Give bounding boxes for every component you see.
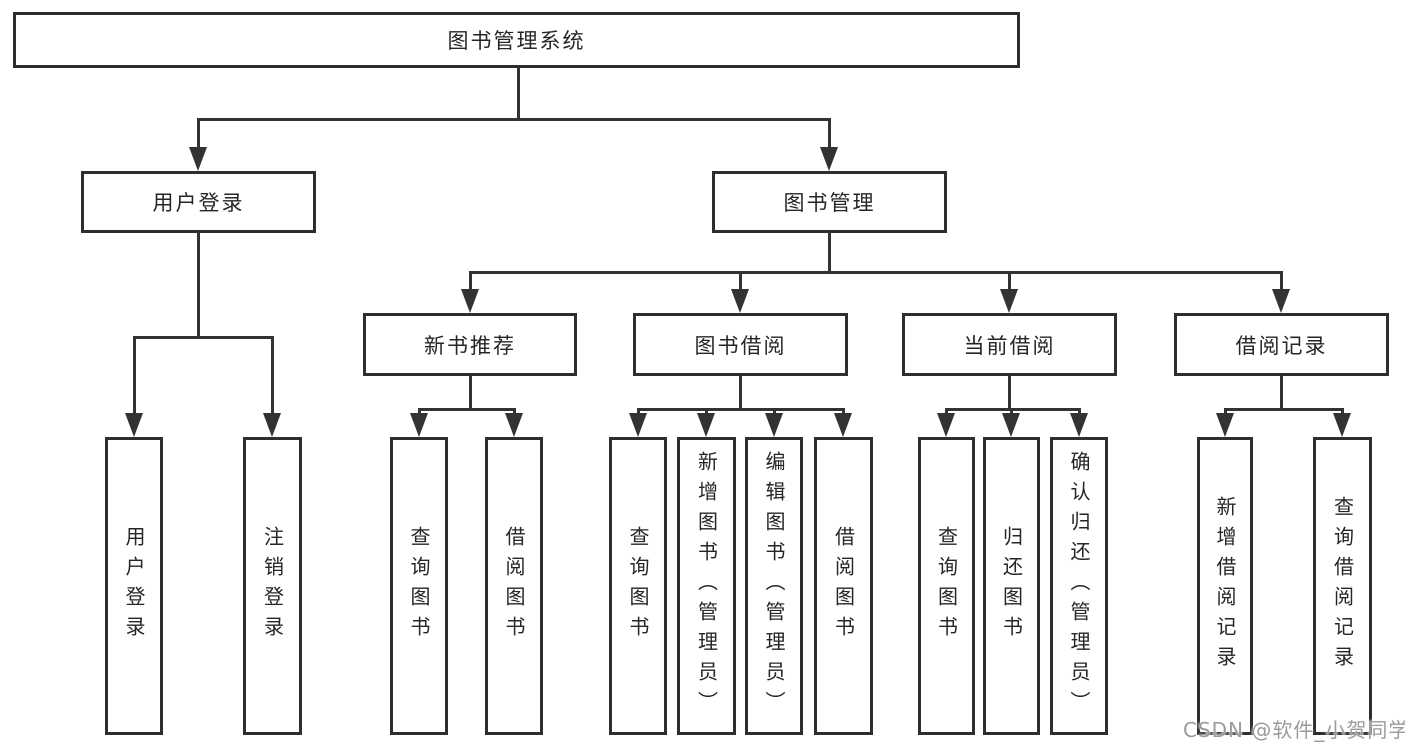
node-label-book-borrow: 图书借阅: [694, 333, 787, 358]
arrowhead-down-icon: [410, 413, 428, 437]
connector-rail-book-borrow: [636, 408, 845, 411]
connector-rail-borrow-records: [1223, 408, 1344, 411]
connector-stem-new-book-rec: [468, 376, 472, 411]
connector-drop-borrow-records: [1340, 408, 1344, 415]
connector-stem-current-borrow: [1007, 376, 1011, 411]
node-label-add-books-admin: 新增图书（管理员）: [694, 451, 719, 721]
connector-drop-root: [827, 118, 831, 149]
arrowhead-down-icon: [189, 147, 207, 171]
node-return-books: 归还图书: [983, 437, 1040, 735]
connector-drop-book-borrow: [841, 408, 845, 415]
node-label-book-mgmt: 图书管理: [783, 191, 876, 215]
node-query-books-borrow: 查询图书: [609, 437, 667, 735]
node-query-books-current: 查询图书: [918, 437, 975, 735]
node-root: 图书管理系统: [13, 12, 1020, 68]
connector-drop-book-borrow: [772, 408, 776, 415]
node-label-current-borrow: 当前借阅: [963, 333, 1056, 358]
node-label-borrow-records: 借阅记录: [1235, 333, 1328, 358]
node-book-mgmt: 图书管理: [712, 171, 947, 233]
connector-drop-borrow-records: [1223, 408, 1227, 415]
connector-rail-user-login: [132, 336, 274, 339]
arrowhead-down-icon: [1333, 413, 1351, 437]
connector-drop-root: [196, 118, 200, 149]
node-query-books-rec: 查询图书: [390, 437, 448, 735]
connector-drop-book-borrow: [636, 408, 640, 415]
node-label-return-books: 归还图书: [999, 526, 1024, 646]
node-label-query-books-borrow: 查询图书: [626, 526, 650, 646]
node-user-login: 用户登录: [81, 171, 316, 233]
connector-drop-user-login: [132, 336, 136, 415]
connector-stem-root: [516, 68, 520, 121]
node-borrow-books-rec: 借阅图书: [485, 437, 543, 735]
connector-drop-current-borrow: [1077, 408, 1081, 415]
arrowhead-down-icon: [263, 413, 281, 437]
connector-rail-root: [196, 118, 831, 121]
node-edit-books-admin: 编辑图书（管理员）: [745, 437, 803, 735]
node-label-query-books-rec: 查询图书: [407, 526, 431, 646]
node-current-borrow: 当前借阅: [902, 313, 1117, 376]
node-label-borrow-books-borrow: 借阅图书: [831, 526, 856, 646]
connector-drop-new-book-rec: [417, 408, 421, 415]
arrowhead-down-icon: [629, 413, 647, 437]
node-label-user-login: 用户登录: [152, 191, 245, 215]
connector-drop-new-book-rec: [512, 408, 516, 415]
connector-drop-current-borrow: [944, 408, 948, 415]
arrowhead-down-icon: [1000, 289, 1018, 313]
node-label-confirm-return-admin: 确认归还（管理员）: [1067, 451, 1091, 721]
arrowhead-down-icon: [834, 413, 852, 437]
node-add-borrow-record: 新增借阅记录: [1197, 437, 1253, 735]
connector-stem-user-login: [196, 233, 200, 339]
node-label-query-books-current: 查询图书: [934, 526, 959, 646]
node-label-query-borrow-record: 查询借阅记录: [1330, 496, 1355, 676]
arrowhead-down-icon: [731, 289, 749, 313]
node-confirm-return-admin: 确认归还（管理员）: [1050, 437, 1108, 735]
arrowhead-down-icon: [1070, 413, 1088, 437]
connector-drop-book-mgmt: [738, 271, 742, 291]
arrowhead-down-icon: [1002, 413, 1020, 437]
node-borrow-books-borrow: 借阅图书: [814, 437, 873, 735]
node-new-book-rec: 新书推荐: [363, 313, 577, 376]
connector-drop-book-mgmt: [1279, 271, 1283, 291]
arrowhead-down-icon: [697, 413, 715, 437]
node-book-borrow: 图书借阅: [633, 313, 848, 376]
node-logout-leaf: 注销登录: [243, 437, 302, 735]
arrowhead-down-icon: [125, 413, 143, 437]
node-borrow-records: 借阅记录: [1174, 313, 1389, 376]
connector-drop-user-login: [270, 336, 274, 415]
connector-drop-current-borrow: [1009, 408, 1013, 415]
connector-stem-book-mgmt: [827, 233, 831, 274]
node-label-new-book-rec: 新书推荐: [424, 333, 516, 358]
arrowhead-down-icon: [765, 413, 783, 437]
node-label-borrow-books-rec: 借阅图书: [502, 526, 526, 646]
connector-stem-book-borrow: [738, 376, 742, 411]
connector-rail-book-mgmt: [468, 271, 1283, 274]
arrowhead-down-icon: [937, 413, 955, 437]
node-label-add-borrow-record: 新增借阅记录: [1213, 496, 1237, 676]
arrowhead-down-icon: [820, 147, 838, 171]
node-label-user-login-leaf: 用户登录: [122, 526, 146, 646]
connector-drop-book-mgmt: [468, 271, 472, 291]
node-query-borrow-record: 查询借阅记录: [1313, 437, 1372, 735]
node-add-books-admin: 新增图书（管理员）: [677, 437, 736, 735]
connector-drop-book-mgmt: [1007, 271, 1011, 291]
connector-rail-new-book-rec: [417, 408, 516, 411]
arrowhead-down-icon: [1216, 413, 1234, 437]
node-label-logout-leaf: 注销登录: [260, 526, 285, 646]
connector-drop-book-borrow: [704, 408, 708, 415]
node-label-edit-books-admin: 编辑图书（管理员）: [762, 451, 786, 721]
node-user-login-leaf: 用户登录: [105, 437, 163, 735]
connector-rail-current-borrow: [944, 408, 1081, 411]
arrowhead-down-icon: [461, 289, 479, 313]
node-label-root: 图书管理系统: [447, 29, 586, 53]
connector-stem-borrow-records: [1279, 376, 1283, 411]
csdn-watermark: CSDN @软件_小贺同学: [1183, 718, 1405, 742]
arrowhead-down-icon: [1272, 289, 1290, 313]
arrowhead-down-icon: [505, 413, 523, 437]
